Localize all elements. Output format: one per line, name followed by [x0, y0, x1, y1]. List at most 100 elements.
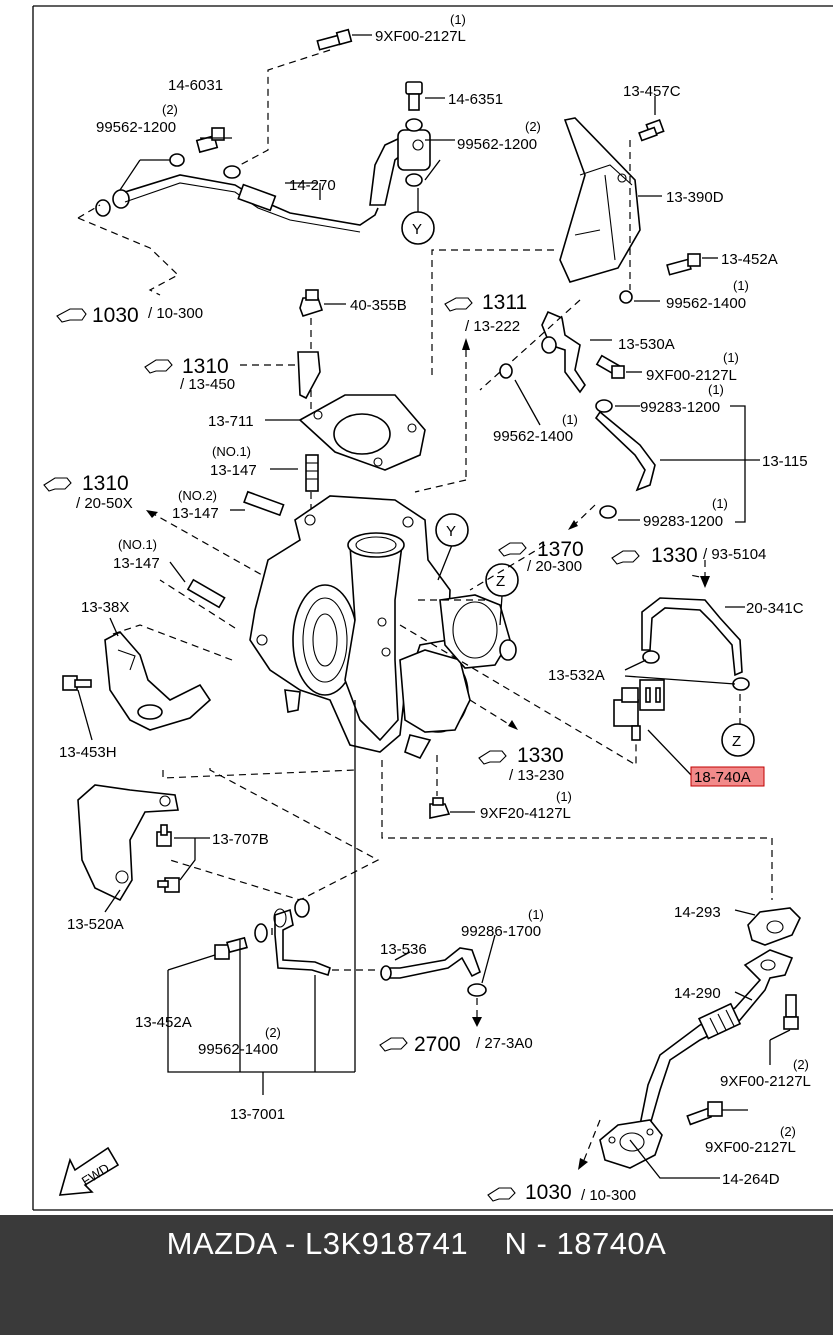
bolt-13-452a-top — [666, 253, 701, 276]
ref-number: 1330 — [651, 544, 698, 567]
part-number: 14-6351 — [448, 91, 503, 108]
ref-circle-z-right — [721, 723, 755, 757]
gasket-13-711 — [298, 394, 426, 471]
solenoid-valve-18-740a — [613, 679, 665, 741]
qty-label: (1) — [562, 412, 578, 427]
stud-13-147b — [243, 490, 285, 517]
washer-99562-1400a — [619, 290, 633, 304]
vacuum-hose-20-341c — [641, 597, 743, 677]
qty-label: (1) — [733, 278, 749, 293]
part-number: 9XF00-2127L — [720, 1073, 811, 1090]
ref-number: 1330 — [517, 744, 564, 767]
part-number: 13-530A — [618, 336, 675, 353]
washer-99562-1200b-2 — [405, 173, 423, 187]
ref-letter: Z — [732, 733, 741, 750]
bolt-13-452a-bot — [214, 936, 248, 960]
qty-label: (2) — [793, 1057, 809, 1072]
part-number: 13-452A — [721, 251, 778, 268]
qty-label: (NO.1) — [118, 537, 157, 552]
ref-letter: Z — [496, 573, 505, 590]
qty-label: (2) — [525, 119, 541, 134]
hose-13-536 — [380, 947, 487, 997]
heat-shield-13-38x — [104, 630, 212, 731]
footer-bar — [0, 1215, 833, 1335]
flange-14-264d — [599, 1119, 663, 1169]
ref-letter: Y — [446, 523, 456, 540]
part-number: 99562-1400 — [198, 1041, 278, 1058]
part-number: 9XF20-4127L — [480, 805, 571, 822]
bolt-9xf00-top — [316, 28, 353, 51]
part-number: 13-457C — [623, 83, 681, 100]
part-number: 99562-1200 — [457, 136, 537, 153]
part-number: 9XF00-2127L — [646, 367, 737, 384]
bolt-9xf00-bot1 — [783, 994, 799, 1030]
bracket-13-450 — [297, 351, 321, 400]
qty-label: (1) — [450, 12, 466, 27]
washer-99562-1400c-1 — [254, 923, 268, 943]
ref-sub: / 20-300 — [527, 558, 582, 575]
ref-sub: / 10-300 — [581, 1187, 636, 1204]
part-number: 14-270 — [289, 177, 336, 194]
ref-circle-z-mid — [485, 563, 519, 597]
footer-caption: MAZDA - L3K918741 N - 18740A — [166, 1226, 667, 1261]
bolt-14-6351 — [405, 81, 423, 111]
bolt-9xf00-bot2 — [686, 1101, 723, 1126]
part-number: 13-707B — [212, 831, 269, 848]
washer-99562-1400c-2 — [294, 898, 310, 918]
parts-diagram: (1) 9XF00-2127L 14-6031 14-6351 (2) 9956… — [32, 5, 833, 1211]
bracket-13-530a — [541, 310, 586, 394]
ref-number: 1030 — [525, 1181, 572, 1204]
qty-label: (2) — [162, 102, 178, 117]
bolt-9xf00-mid — [595, 354, 625, 379]
qty-label: (NO.1) — [212, 444, 251, 459]
part-number: 99562-1200 — [96, 119, 176, 136]
washer-99562-1200b-1 — [405, 118, 423, 132]
washer-99562-1200a — [169, 153, 185, 167]
bolt-13-457c — [638, 118, 665, 142]
part-number: 14-290 — [674, 985, 721, 1002]
heat-shield-13-390d — [559, 117, 641, 283]
part-number: 13-532A — [548, 667, 605, 684]
bracket-13-520a — [77, 784, 179, 902]
part-labels: (1) 9XF00-2127L 14-6031 14-6351 (2) 9956… — [59, 12, 811, 1204]
ref-number: 1030 — [92, 304, 139, 327]
part-number: 13-453H — [59, 744, 117, 761]
qty-label: (1) — [723, 350, 739, 365]
part-number: 13-711 — [208, 413, 254, 430]
part-number: 99283-1200 — [640, 399, 720, 416]
clip-13-532a-1 — [642, 650, 660, 664]
ref-sub: / 27-3A0 — [476, 1035, 533, 1052]
clip-13-532a-2 — [732, 677, 750, 691]
ref-sub: / 93-5104 — [703, 546, 766, 563]
ref-circle-y-top — [401, 211, 435, 245]
ref-hand-icons — [43, 297, 640, 1202]
turbocharger-assembly — [249, 495, 517, 760]
ref-sub: / 13-450 — [180, 376, 235, 393]
ref-sub: / 20-50X — [76, 495, 133, 512]
qty-label: (1) — [712, 496, 728, 511]
part-number: 13-7001 — [230, 1106, 285, 1123]
ref-sub: / 10-300 — [148, 305, 203, 322]
nut-9xf20-4127l — [429, 797, 451, 819]
gasket-14-293 — [747, 907, 801, 946]
part-number: 99283-1200 — [643, 513, 723, 530]
part-number: 14-293 — [674, 904, 721, 921]
bolt-14-6031 — [195, 127, 225, 154]
ref-letter: Y — [412, 221, 422, 238]
qty-label: (1) — [528, 907, 544, 922]
qty-label: (NO.2) — [178, 488, 217, 503]
part-number: 13-147 — [113, 555, 160, 572]
part-number: 9XF00-2127L — [705, 1139, 796, 1156]
part-number: 14-264D — [722, 1171, 780, 1188]
highlight-box-18-740a — [690, 766, 765, 787]
hose-13-115 — [594, 399, 656, 519]
ref-number: 1310 — [182, 355, 229, 378]
ref-number: 1370 — [537, 538, 584, 561]
part-number: 13-147 — [210, 462, 257, 479]
part-number: 13-115 — [762, 453, 808, 470]
qty-label: (1) — [556, 789, 572, 804]
stud-13-147a — [305, 454, 319, 492]
bolt-13-453h — [62, 675, 92, 691]
ref-number: 1310 — [82, 472, 129, 495]
ref-circle-y-mid — [435, 513, 469, 547]
